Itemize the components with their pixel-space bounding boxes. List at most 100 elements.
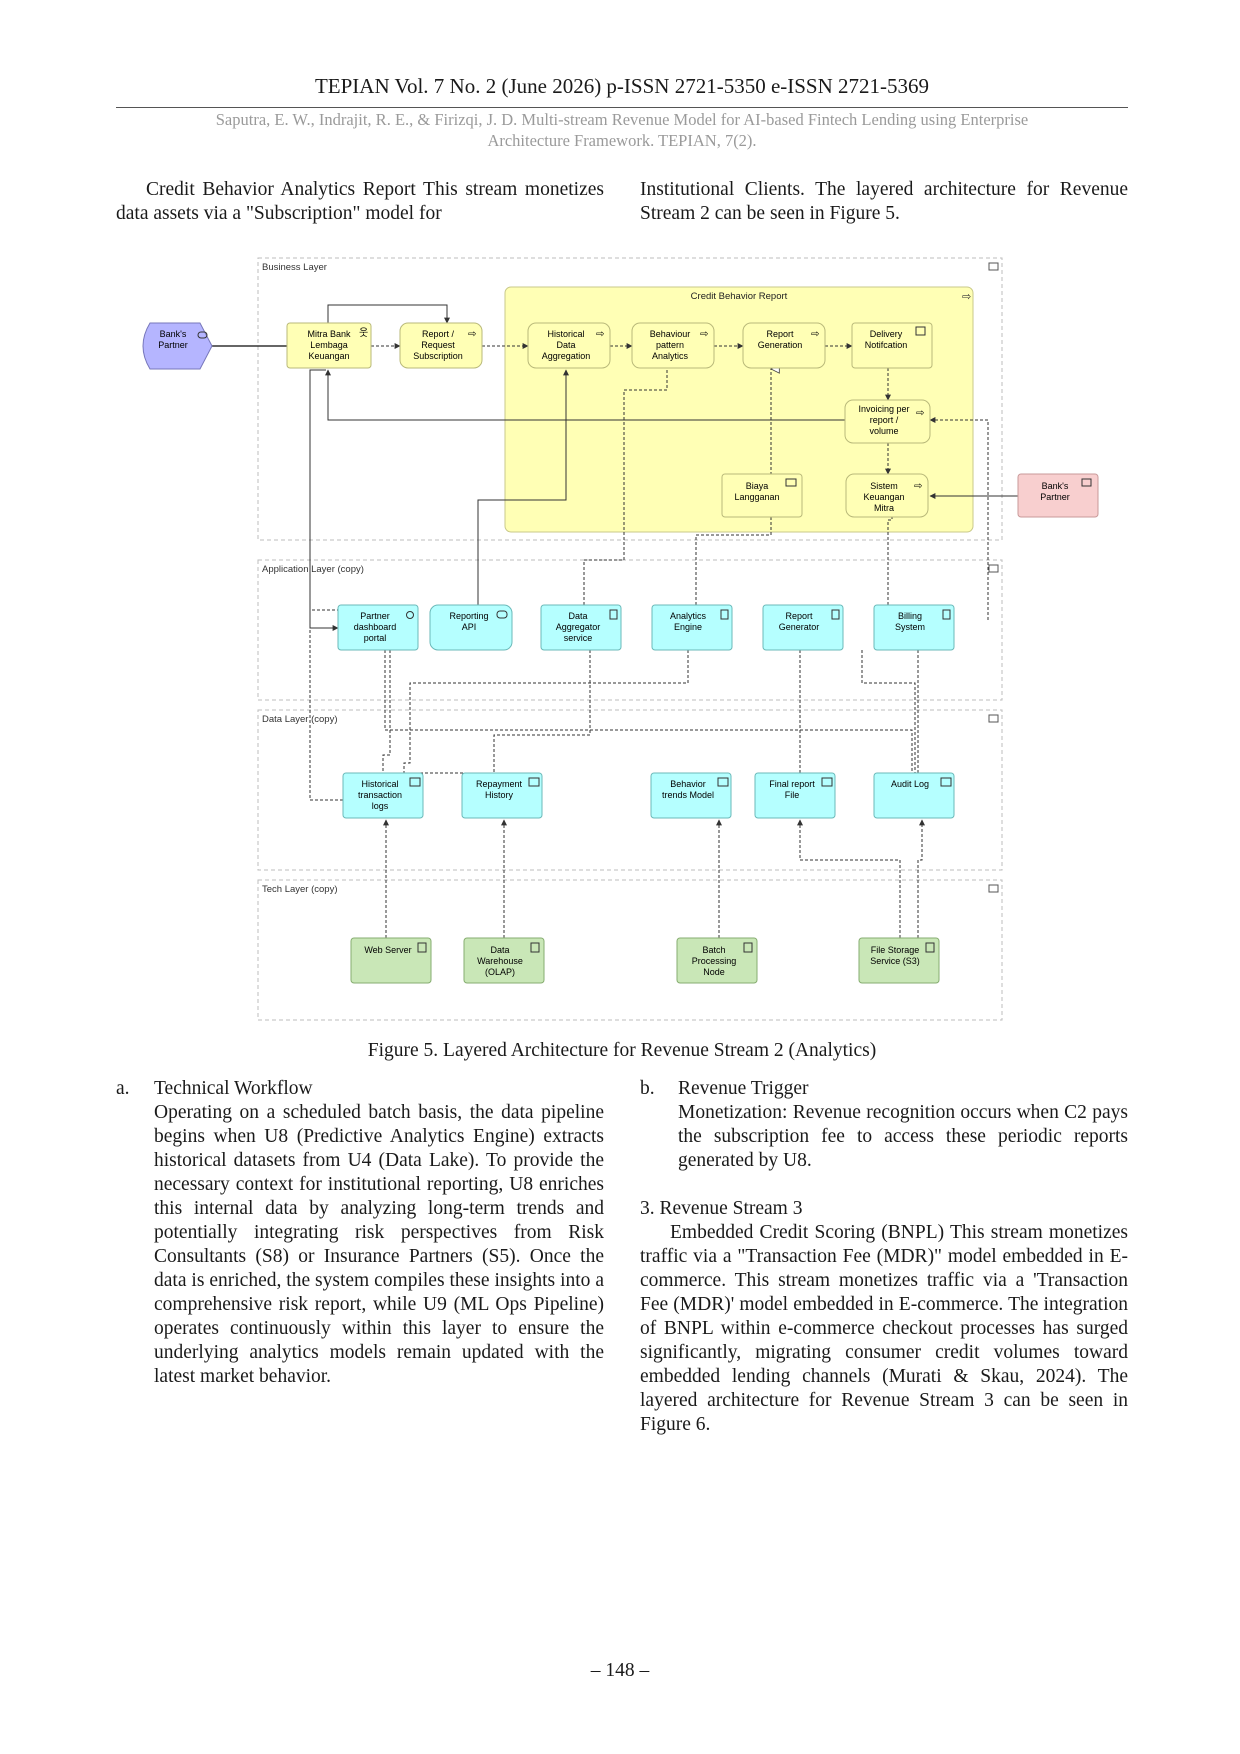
node-label-line: Delivery xyxy=(870,329,903,339)
service-icon xyxy=(496,610,508,619)
component-icon xyxy=(942,609,951,620)
node-report-generation: Report Generation ⇨ xyxy=(742,322,826,369)
node-batch-processing: Batch Processing Node xyxy=(676,937,758,984)
node-label-line: Aggregation xyxy=(542,351,591,361)
interface-icon xyxy=(915,326,926,336)
node-label-line: Data xyxy=(568,611,587,621)
section-3-heading: 3. Revenue Stream 3 xyxy=(640,1198,803,1219)
process-icon: ⇨ xyxy=(916,408,924,419)
node-report-request: Report / Request Subscription ⇨ xyxy=(399,322,483,369)
journal-header: TEPIAN Vol. 7 No. 2 (June 2026) p-ISSN 2… xyxy=(314,74,930,98)
node-data-aggregator: Data Aggregator service xyxy=(540,604,622,651)
node-label-line: Service (S3) xyxy=(870,956,920,966)
process-icon: ⇨ xyxy=(914,481,922,492)
section-a-marker: a. xyxy=(116,1078,130,1099)
node-analytics-engine: Analytics Engine xyxy=(651,604,733,651)
process-icon: ⇨ xyxy=(468,329,476,340)
section-3-text: Embedded Credit Scoring (BNPL) This stre… xyxy=(640,1222,1128,1435)
process-icon: ⇨ xyxy=(596,329,604,340)
data-object-icon xyxy=(940,777,952,787)
node-label-line: System xyxy=(895,622,925,632)
node-label-line: (OLAP) xyxy=(485,967,515,977)
comment-icon xyxy=(1081,478,1092,487)
section-3: 3. Revenue Stream 3 Embedded Credit Scor… xyxy=(640,1197,1128,1437)
node-file-storage: File Storage Service (S3) xyxy=(858,937,940,984)
process-icon: ⇨ xyxy=(700,329,708,340)
node-label-line: Repayment xyxy=(476,779,523,789)
node-banks-partner-right: Bank's Partner xyxy=(1017,473,1099,518)
node-label-line: Analytics xyxy=(670,611,707,621)
section-a: a. Technical Workflow Operating on a sch… xyxy=(116,1077,604,1427)
data-layer-label: Data Layer (copy) xyxy=(262,714,338,725)
node-icon xyxy=(530,942,540,953)
intro-right-column: Institutional Clients. The layered archi… xyxy=(640,178,1128,226)
section-a-heading: Technical Workflow xyxy=(154,1078,313,1099)
data-object-icon xyxy=(821,777,833,787)
node-label-line: Biaya xyxy=(746,481,769,491)
application-layer-label: Application Layer (copy) xyxy=(262,564,364,575)
section-a-body: Technical Workflow Operating on a schedu… xyxy=(154,1077,604,1389)
component-icon xyxy=(609,609,618,620)
node-icon xyxy=(417,942,427,953)
component-icon xyxy=(831,609,840,620)
business-layer: Business Layer xyxy=(257,257,1003,541)
node-reporting-api: Reporting API xyxy=(429,604,513,651)
node-label-line: Audit Log xyxy=(891,779,929,789)
citation-line-1: Saputra, E. W., Indrajit, R. E., & Firiz… xyxy=(215,110,1029,129)
node-label-line: Partner xyxy=(1040,492,1070,502)
node-label-line: Langganan xyxy=(734,492,779,502)
node-label-line: service xyxy=(564,633,593,643)
node-data-warehouse: Data Warehouse (OLAP) xyxy=(463,937,545,984)
node-label-line: Partner xyxy=(158,340,188,350)
node-behavior-model: Behavior trends Model xyxy=(650,772,732,819)
node-label-line: Behavior xyxy=(670,779,706,789)
node-label-line: Bank's xyxy=(1042,481,1069,491)
node-label-line: Request xyxy=(421,340,455,350)
node-label-line: Analytics xyxy=(652,351,689,361)
intro-left-text: Credit Behavior Analytics Report This st… xyxy=(116,179,604,224)
group-title: Credit Behavior Report xyxy=(691,291,788,302)
section-b-heading: Revenue Trigger xyxy=(678,1078,809,1099)
node-label-line: trends Model xyxy=(662,790,714,800)
node-label-line: Report xyxy=(785,611,813,621)
node-label-line: portal xyxy=(364,633,387,643)
node-label-line: File xyxy=(785,790,800,800)
node-label-line: Final report xyxy=(769,779,815,789)
node-label-line: Historical xyxy=(547,329,584,339)
node-behaviour-analytics: Behaviour pattern Analytics ⇨ xyxy=(631,322,715,369)
node-historical-aggregation: Historical Data Aggregation ⇨ xyxy=(527,322,611,369)
node-label-line: Node xyxy=(703,967,725,977)
node-label-line: API xyxy=(462,622,477,632)
section-b-marker: b. xyxy=(640,1078,655,1099)
node-label-line: Web Server xyxy=(364,945,411,955)
node-billing-system: Billing System xyxy=(873,604,955,651)
node-label-line: Notifcation xyxy=(865,340,908,350)
intro-right-text: Institutional Clients. The layered archi… xyxy=(640,179,1128,224)
node-label-line: dashboard xyxy=(354,622,397,632)
node-biaya-langganan: Biaya Langganan xyxy=(721,473,803,518)
interface-icon xyxy=(406,611,414,619)
data-object-icon xyxy=(717,777,729,787)
node-label-line: Generator xyxy=(779,622,820,632)
node-label-line: Mitra Bank xyxy=(307,329,351,339)
node-label-line: Invoicing per xyxy=(858,404,909,414)
node-label-line: Keuangan xyxy=(863,492,904,502)
node-label-line: Data xyxy=(490,945,509,955)
section-b-body: Revenue Trigger Monetization: Revenue re… xyxy=(678,1077,1128,1173)
connectors xyxy=(210,304,1018,938)
node-partner-dashboard: Partner dashboard portal xyxy=(337,604,419,651)
node-label-line: Bank's xyxy=(160,329,187,339)
node-label-line: Behaviour xyxy=(650,329,691,339)
section-b-text: Monetization: Revenue recognition occurs… xyxy=(678,1102,1128,1171)
node-label-line: Keuangan xyxy=(308,351,349,361)
node-label-line: pattern xyxy=(656,340,684,350)
node-label-line: Historical xyxy=(361,779,398,789)
node-label-line: Partner xyxy=(360,611,390,621)
actor-icon: 웃 xyxy=(359,327,368,339)
application-layer: Application Layer (copy) xyxy=(257,559,1003,701)
node-banks-partner-left: Bank's Partner xyxy=(142,322,213,370)
node-label-line: transaction xyxy=(358,790,402,800)
node-label-line: Engine xyxy=(674,622,702,632)
product-icon xyxy=(785,478,797,487)
